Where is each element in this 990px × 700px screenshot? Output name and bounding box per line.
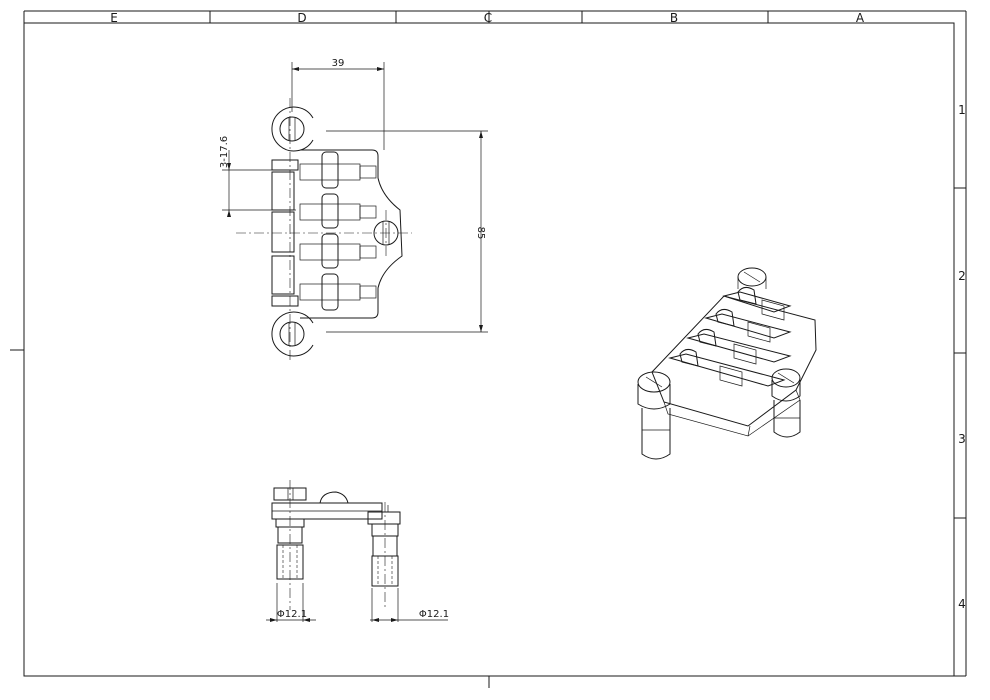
zone-col-c: C: [484, 11, 492, 25]
zone-row-2: 2: [958, 269, 966, 283]
zone-col-e: E: [110, 11, 118, 25]
zone-col-b: B: [670, 11, 678, 25]
isometric-view: [637, 267, 817, 460]
saddle-group: [271, 151, 377, 311]
top-view: 39 3-17.6 85: [219, 58, 488, 362]
zone-col-a: A: [856, 11, 865, 25]
zone-col-d: D: [297, 11, 306, 25]
dim-height: 85: [475, 227, 486, 240]
drawing-frame: [10, 10, 967, 688]
zone-row-1: 1: [958, 103, 966, 117]
dim-diameter-left: Φ12.1: [277, 609, 307, 620]
dim-diameter-right: Φ12.1: [419, 609, 449, 620]
zone-row-4: 4: [958, 597, 966, 611]
dim-width-top: 39: [332, 58, 345, 69]
dim-spacing: 3-17.6: [219, 136, 230, 168]
zone-row-3: 3: [958, 432, 966, 446]
side-view: Φ12.1 Φ12.1: [266, 480, 449, 622]
iso-saddles: [668, 286, 792, 387]
